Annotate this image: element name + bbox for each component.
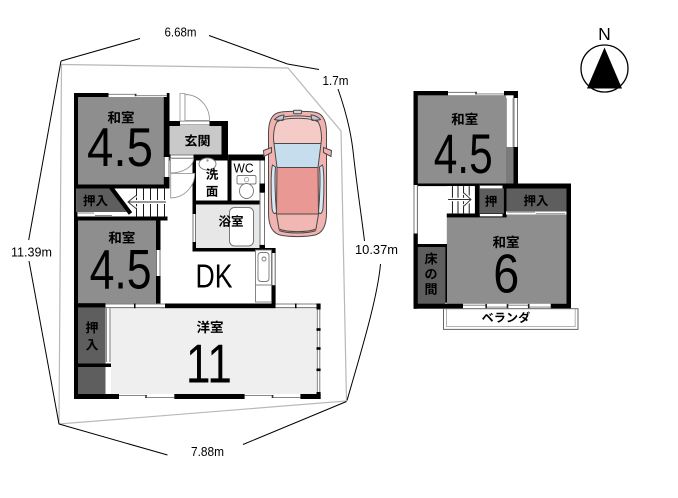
svg-text:11.39m: 11.39m bbox=[11, 245, 52, 260]
svg-text:6.68m: 6.68m bbox=[165, 25, 197, 40]
svg-text:4.5: 4.5 bbox=[90, 238, 152, 301]
svg-text:4.5: 4.5 bbox=[87, 116, 153, 178]
svg-text:7.88m: 7.88m bbox=[191, 444, 224, 459]
svg-text:1.7m: 1.7m bbox=[323, 73, 349, 88]
svg-text:4.5: 4.5 bbox=[434, 122, 493, 185]
svg-text:DK: DK bbox=[196, 258, 233, 295]
svg-text:11: 11 bbox=[186, 333, 232, 395]
svg-text:10.37m: 10.37m bbox=[355, 242, 398, 257]
svg-text:6: 6 bbox=[493, 243, 519, 305]
svg-text:N: N bbox=[598, 24, 611, 44]
svg-text:WC: WC bbox=[234, 162, 254, 176]
